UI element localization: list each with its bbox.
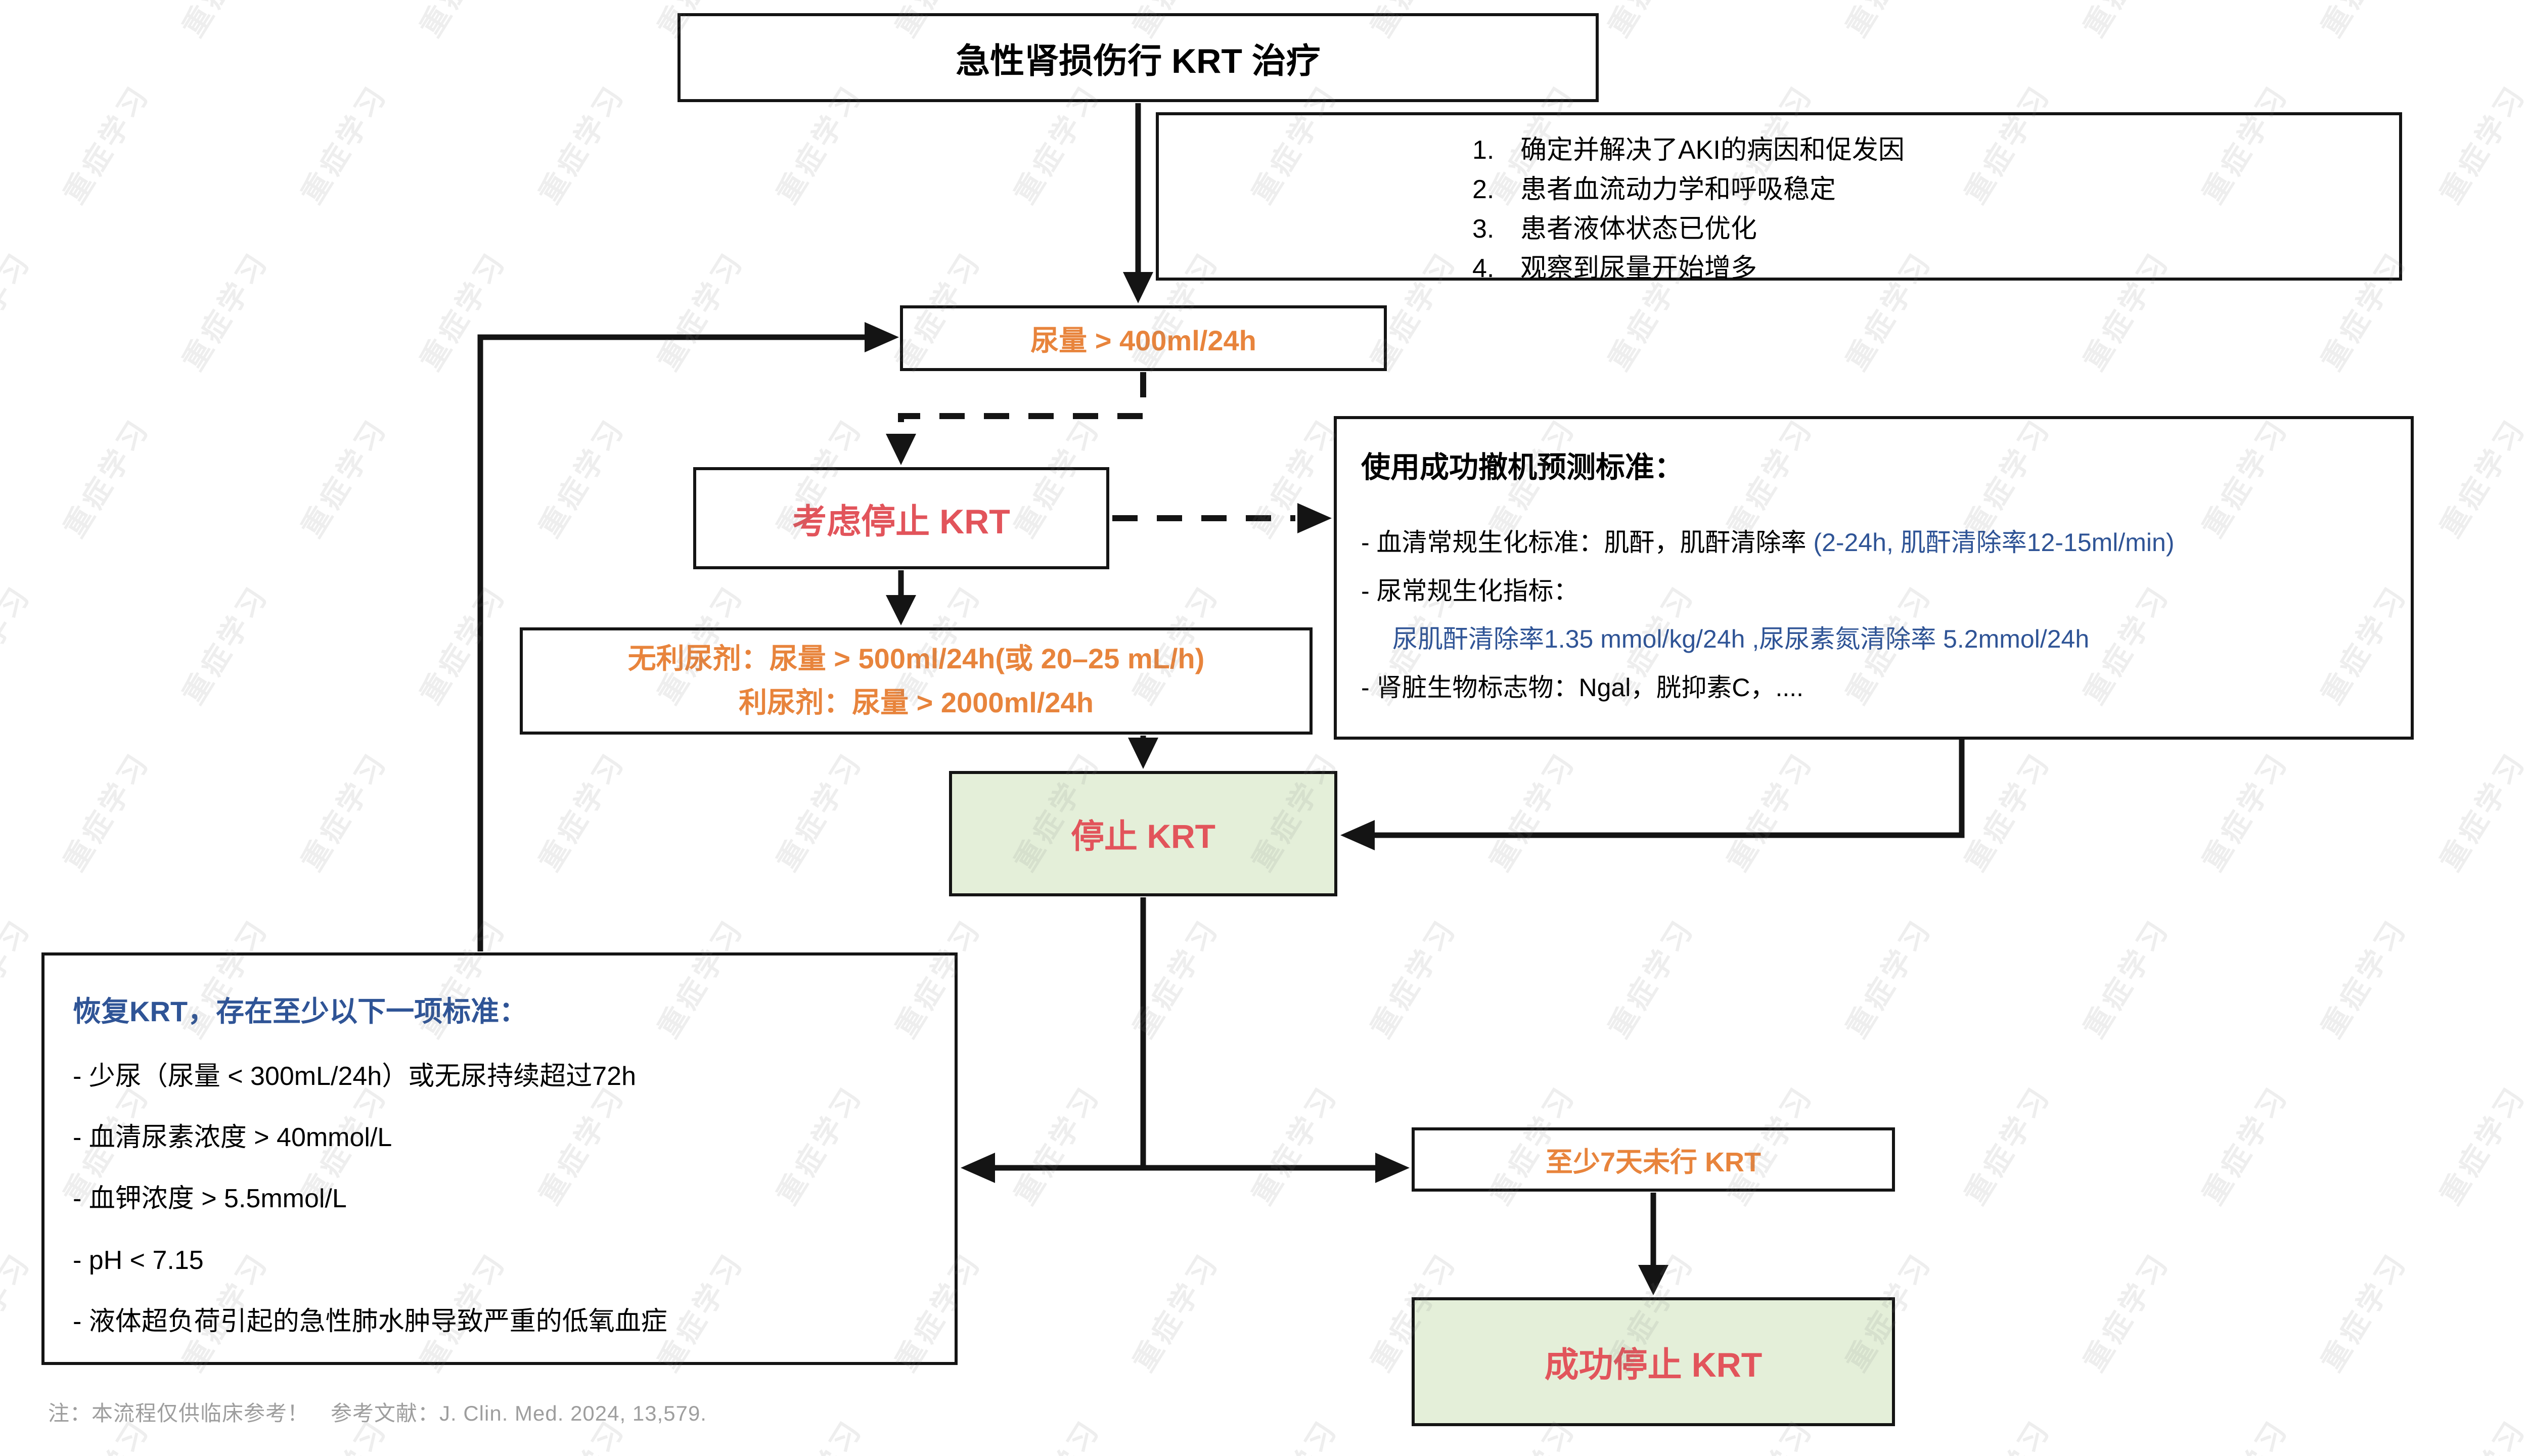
success-stop-krt-label: 成功停止 KRT bbox=[1544, 1346, 1763, 1384]
list-number: 3. bbox=[1472, 214, 1495, 244]
success-stop-krt-box: 成功停止 KRT bbox=[1412, 1297, 1895, 1426]
criteria-heading: 使用成功撤机预测标准： bbox=[1361, 451, 1684, 484]
arrowhead-urine-to-consider bbox=[886, 434, 916, 465]
resume-item-ph: - pH < 7.15 bbox=[73, 1245, 204, 1275]
resume-heading: 恢复KRT，存在至少以下一项标准： bbox=[73, 995, 528, 1027]
list-item: 3. 患者液体状态已优化 bbox=[1472, 209, 1757, 249]
criteria-serum-text: - 血清常规生化标准：肌酐，肌酐清除率 bbox=[1361, 528, 1814, 557]
resume-item-oliguria: - 少尿（尿量 < 300mL/24h）或无尿持续超过72h bbox=[73, 1062, 636, 1091]
list-text: 确定并解决了AKI的病因和促发因 bbox=[1520, 135, 1905, 165]
urine-output-label: 尿量 > 400ml/24h bbox=[1030, 324, 1256, 356]
resume-item-potassium: - 血钾浓度 > 5.5mmol/L bbox=[73, 1184, 347, 1214]
list-text: 观察到尿量开始增多 bbox=[1520, 254, 1757, 283]
arrowhead-junction-to-resume bbox=[961, 1153, 995, 1183]
seven-days-label: 至少7天未行 KRT bbox=[1545, 1147, 1761, 1177]
list-text: 患者液体状态已优化 bbox=[1520, 214, 1757, 244]
page-title: 急性肾损伤行 KRT 治疗 bbox=[956, 41, 1321, 80]
resume-krt-criteria-box: 恢复KRT，存在至少以下一项标准： - 少尿（尿量 < 300mL/24h）或无… bbox=[41, 952, 958, 1365]
arrowhead-junction-to-seven bbox=[1375, 1153, 1410, 1183]
list-item: 1. 确定并解决了AKI的病因和促发因 bbox=[1472, 130, 1905, 170]
diuretic-threshold: 利尿剂：尿量 > 2000ml/24h bbox=[739, 687, 1094, 718]
consider-stop-krt-box: 考虑停止 KRT bbox=[693, 467, 1109, 569]
seven-days-no-krt-box: 至少7天未行 KRT bbox=[1412, 1127, 1895, 1192]
list-item: 4. 观察到尿量开始增多 bbox=[1472, 249, 1757, 288]
prerequisites-box: 1. 确定并解决了AKI的病因和促发因 2. 患者血流动力学和呼吸稳定 3. 患… bbox=[1156, 112, 2402, 283]
criteria-line-serum: - 血清常规生化标准：肌酐，肌酐清除率 (2-24h, 肌酐清除率12-15ml… bbox=[1361, 528, 2175, 558]
consider-stop-krt-label: 考虑停止 KRT bbox=[792, 502, 1010, 541]
urine-output-box: 尿量 > 400ml/24h bbox=[900, 305, 1387, 371]
arrowhead-seven-to-success bbox=[1638, 1265, 1668, 1295]
arrowhead-diuretic-to-stop bbox=[1128, 738, 1158, 769]
stop-krt-box: 停止 KRT bbox=[949, 771, 1337, 896]
dashed-line-urine-to-consider bbox=[898, 372, 1146, 434]
line-resume-to-urine bbox=[477, 334, 866, 951]
arrowhead-consider-to-diuretic bbox=[886, 595, 916, 625]
footnote: 注：本流程仅供临床参考！ 参考文献：J. Clin. Med. 2024, 13… bbox=[48, 1401, 707, 1425]
criteria-line-urine-values: 尿肌酐清除率1.35 mmol/kg/24h ,尿尿素氮清除率 5.2mmol/… bbox=[1392, 625, 2090, 653]
criteria-line-biomarkers: - 肾脏生物标志物：Ngal，胱抑素C，.... bbox=[1361, 673, 1804, 702]
arrowhead-title-to-urine bbox=[1123, 272, 1153, 303]
list-item: 2. 患者血流动力学和呼吸稳定 bbox=[1472, 170, 1836, 209]
list-number: 4. bbox=[1472, 254, 1495, 283]
resume-item-fluid-overload: - 液体超负荷引起的急性肺水肿导致严重的低氧血症 bbox=[73, 1306, 667, 1336]
arrowhead-criteria-to-stop bbox=[1340, 820, 1375, 850]
arrowhead-resume-to-urine bbox=[865, 322, 899, 352]
resume-item-urea: - 血清尿素浓度 > 40mmol/L bbox=[73, 1123, 392, 1153]
arrowhead-consider-to-criteria bbox=[1297, 503, 1332, 533]
no-diuretic-threshold: 无利尿剂：尿量 > 500ml/24h(或 20–25 mL/h) bbox=[627, 643, 1205, 675]
criteria-serum-values: (2-24h, 肌酐清除率12-15ml/min) bbox=[1813, 528, 2175, 557]
line-criteria-to-stop bbox=[1375, 740, 1965, 838]
diuretic-thresholds-box: 无利尿剂：尿量 > 500ml/24h(或 20–25 mL/h) 利尿剂：尿量… bbox=[520, 627, 1313, 735]
title-box: 急性肾损伤行 KRT 治疗 bbox=[678, 13, 1599, 102]
criteria-line-urine: - 尿常规生化指标： bbox=[1361, 576, 1579, 605]
stop-krt-label: 停止 KRT bbox=[1071, 817, 1215, 855]
list-text: 患者血流动力学和呼吸稳定 bbox=[1520, 175, 1836, 204]
list-number: 2. bbox=[1472, 175, 1495, 204]
list-number: 1. bbox=[1472, 135, 1495, 165]
weaning-criteria-box: 使用成功撤机预测标准： - 血清常规生化标准：肌酐，肌酐清除率 (2-24h, … bbox=[1334, 416, 2414, 740]
